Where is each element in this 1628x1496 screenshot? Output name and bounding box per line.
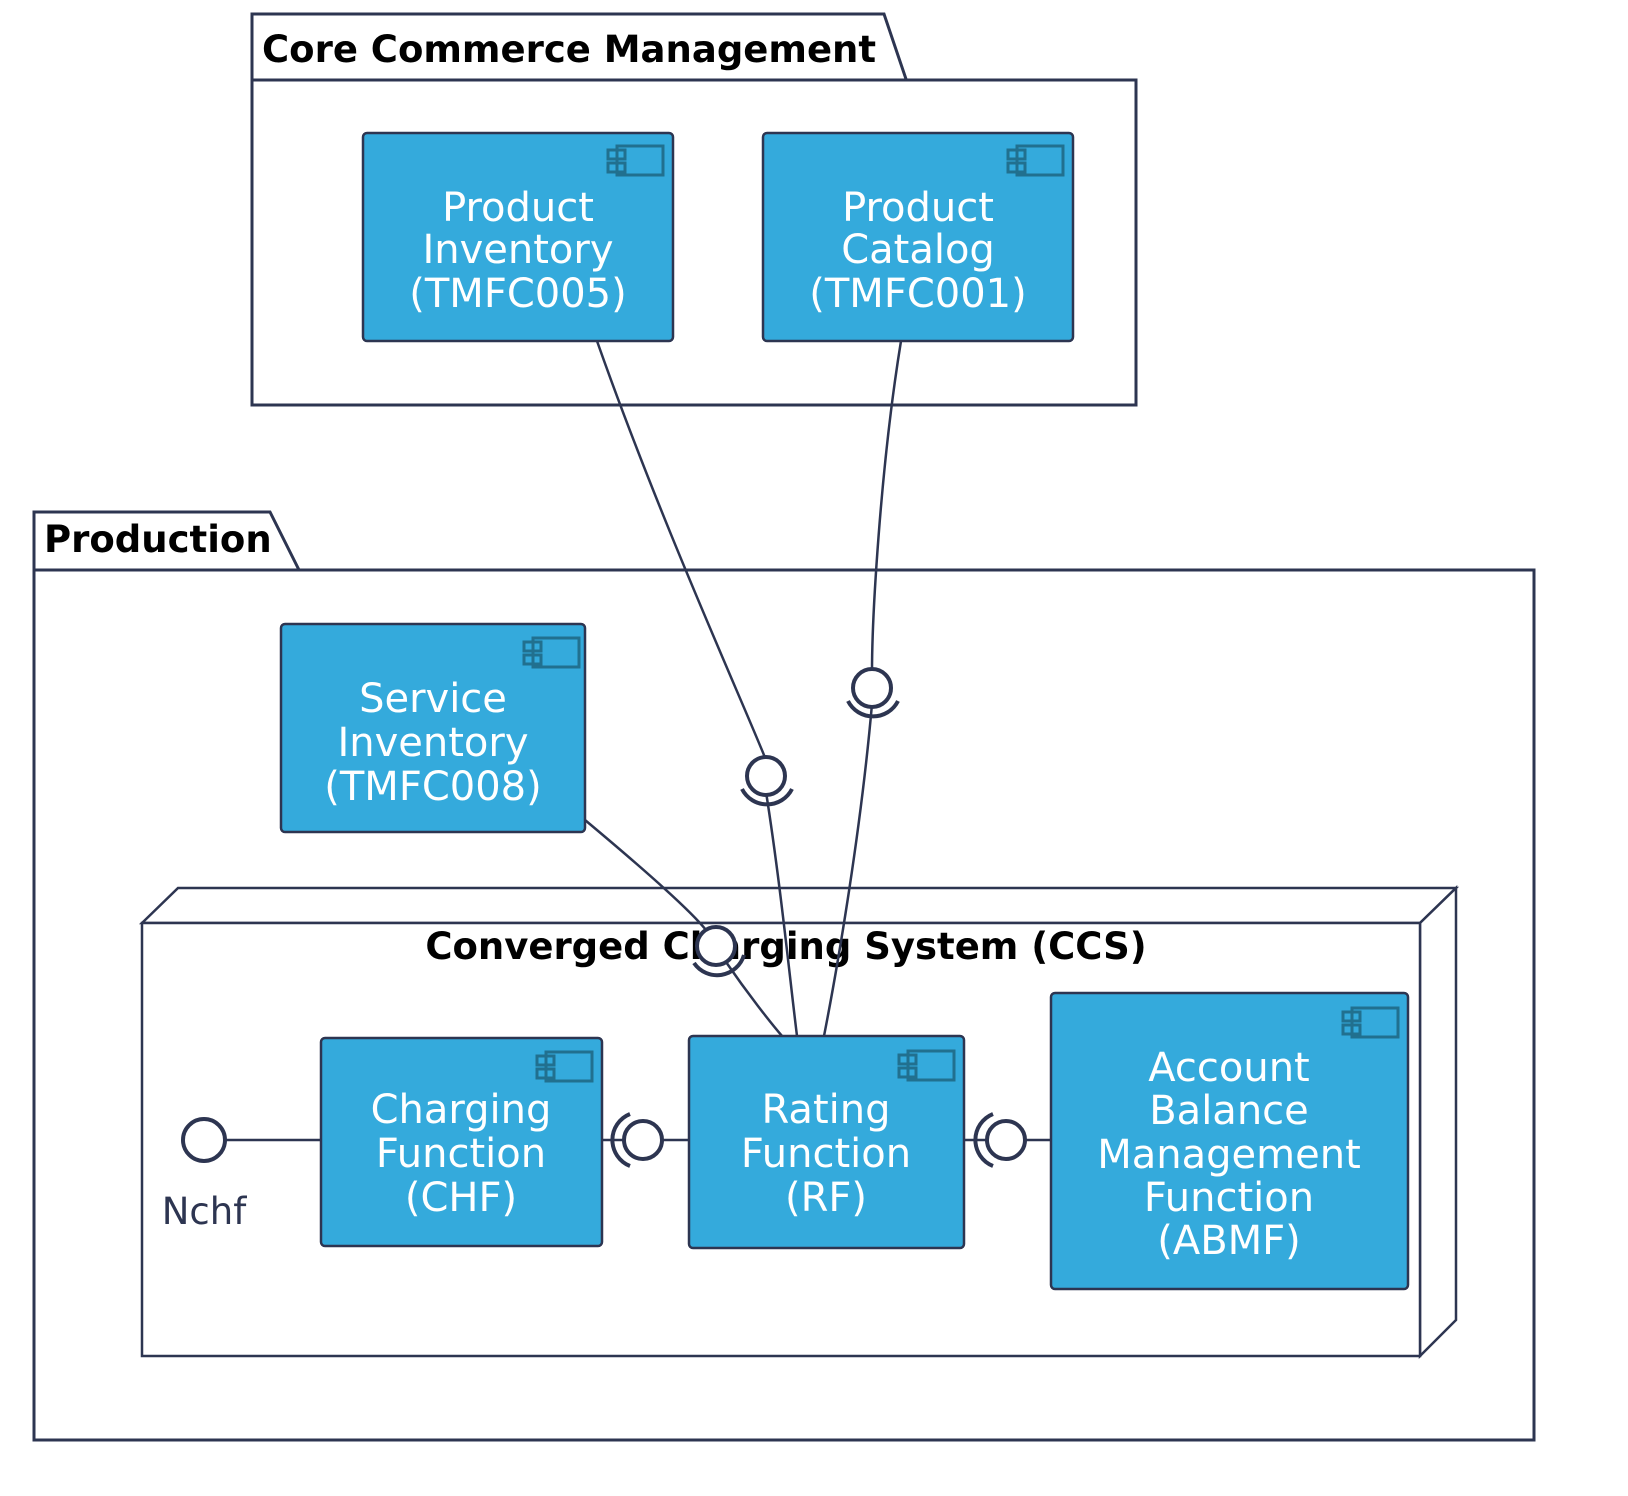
component-account-balance-management-function[interactable]: Account Balance Management Function (ABM… [1049,991,1410,1291]
component-icon [606,144,665,177]
component-label-line4: Function [1144,1175,1314,1221]
connector-socket-icon [846,700,900,719]
component-icon [1341,1006,1400,1039]
node-side-face-ccs [1418,885,1458,1360]
connector-socket-icon [610,1112,631,1168]
link-rf-to-product-catalog [822,703,874,1037]
component-label-line1: Charging [371,1087,552,1133]
component-box-charging-function [319,1036,604,1248]
component-label-line3: Management [1097,1132,1361,1178]
component-icon [897,1049,956,1082]
component-icon [522,636,581,669]
interface-ball-nchf [181,1117,227,1163]
component-label-line2: Catalog [841,227,995,273]
connector-socket-icon [740,788,794,807]
component-icon [535,1050,594,1083]
component-charging-function[interactable]: Charging Function (CHF) [319,1036,604,1248]
component-box-service-inventory [279,622,587,834]
component-label-line5: (ABMF) [1157,1218,1301,1264]
connector-product-catalog-to-rf[interactable] [846,667,900,719]
component-label-line1: Account [1148,1045,1310,1091]
package-title-core-commerce-management: Core Commerce Management [262,28,876,71]
connector-socket-icon [692,954,746,978]
component-label-line2: Inventory [337,720,528,766]
component-label-line2: Function [376,1131,546,1177]
component-label-line1: Product [442,185,594,231]
component-label-line3: (TMFC008) [324,764,541,810]
component-box-rating-function [687,1034,966,1250]
component-product-catalog[interactable]: Product Catalog (TMFC001) [761,131,1075,343]
connector-chf-to-rf[interactable] [602,1112,689,1168]
component-label-line3: (TMFC001) [809,271,1026,317]
connector-socket-icon [973,1112,994,1168]
link-service-inventory-to-rf [584,819,707,931]
connector-rf-to-abmf[interactable] [964,1112,1051,1168]
component-label-line3: (CHF) [405,1175,517,1221]
connector-service-inventory-to-rf[interactable] [692,925,746,978]
connector-ball-icon [851,667,893,709]
component-label-line2: Inventory [422,227,613,273]
connector-product-inventory-to-rf[interactable] [740,755,794,807]
component-product-inventory[interactable]: Product Inventory (TMFC005) [361,131,675,343]
node-top-face-ccs [138,886,1460,925]
component-service-inventory[interactable]: Service Inventory (TMFC008) [279,622,587,834]
component-label-line2: Balance [1149,1088,1309,1134]
link-product-inventory-to-rf [595,340,768,761]
component-icon [1006,144,1065,177]
package-title-production: Production [44,518,272,561]
connector-ball-icon [622,1119,664,1161]
connector-ball-icon [745,755,787,797]
interface-label-nchf: Nchf [162,1190,247,1233]
component-box-product-inventory [361,131,675,343]
component-label-line3: (TMFC005) [409,271,626,317]
component-box-product-catalog [761,131,1075,343]
component-label-line1: Product [842,185,994,231]
component-label-line3: (RF) [785,1175,867,1221]
component-label-line1: Service [359,676,507,722]
component-rating-function[interactable]: Rating Function (RF) [687,1034,966,1250]
interface-nchf[interactable]: Nchf [162,1117,321,1233]
link-product-catalog-to-rf [870,340,903,673]
link-rf-to-product-inventory [764,791,799,1037]
component-label-line1: Rating [762,1087,891,1133]
connector-ball-icon [695,925,737,967]
connector-ball-icon [985,1119,1027,1161]
component-label-line2: Function [741,1131,911,1177]
